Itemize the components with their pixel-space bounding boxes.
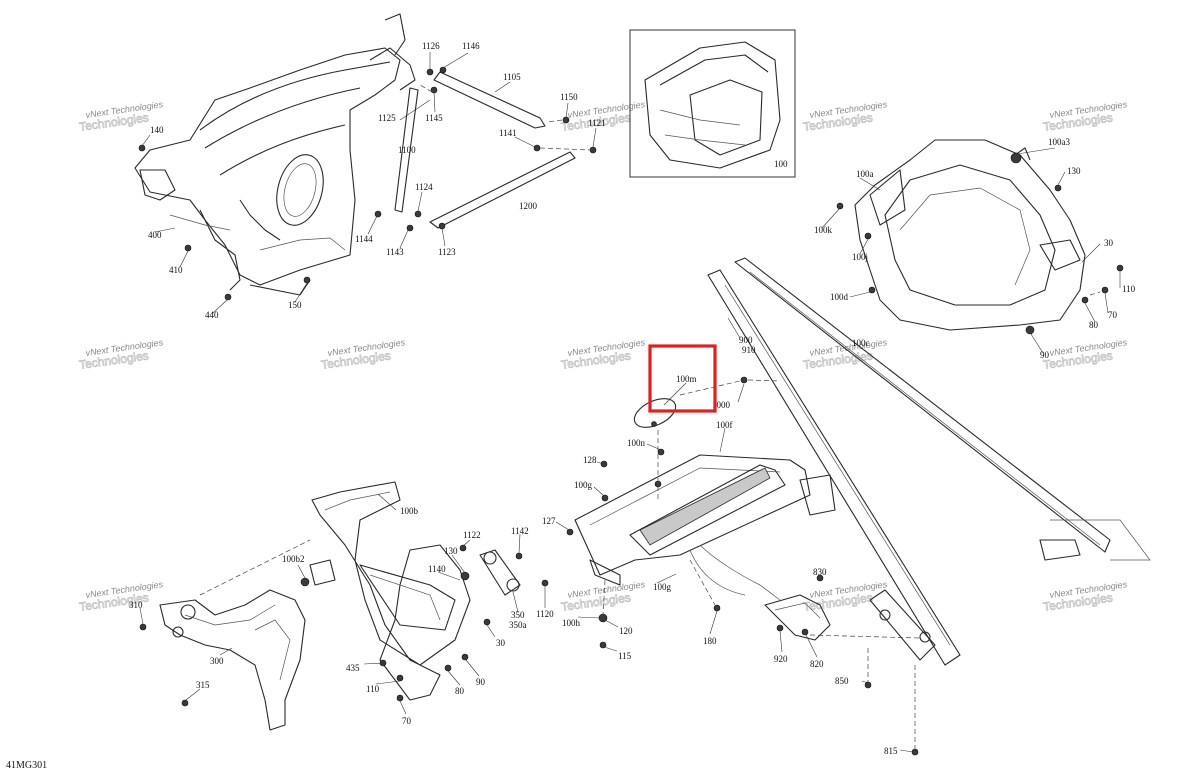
callout-1140: 1140 [428,564,446,574]
callout-100g-top: 100g [574,480,593,490]
callout-70-rear: 70 [1108,310,1118,320]
callout-100c: 100c [852,338,870,348]
callout-1126: 1126 [422,41,440,51]
callout-1144: 1144 [355,234,373,244]
callout-830: 830 [813,567,827,577]
callout-400: 400 [148,230,162,240]
callout-150: 150 [288,300,302,310]
callout-1146: 1146 [462,41,480,51]
callout-120: 120 [619,626,633,636]
callout-1200: 1200 [519,201,538,211]
callout-350: 350 [511,610,525,620]
callout-820: 820 [810,659,824,669]
callout-128: 128 [583,455,597,465]
callout-100d: 100d [830,292,849,302]
callout-130-lower: 130 [444,546,458,556]
gusset-300 [139,539,311,731]
highlight-box-100m [648,344,717,413]
callout-30-lower: 30 [496,638,506,648]
callout-300: 300 [210,656,224,666]
callout-100g-lower: 100g [653,582,672,592]
callout-100b: 100b [400,506,419,516]
callout-1150: 1150 [560,92,578,102]
callout-1122: 1122 [463,530,481,540]
callout-410: 410 [169,265,183,275]
callout-1100: 1100 [398,145,416,155]
pillar-100b [300,481,549,702]
watermarks: vNext Technologies Technologies vNext Te… [78,99,1128,614]
front-frame-assembly [134,13,416,301]
callout-100: 100 [774,159,788,169]
callout-110-rear: 110 [1122,284,1136,294]
callout-910: 910 [742,345,756,355]
callout-440: 440 [205,310,219,320]
callout-80-rear: 80 [1089,320,1099,330]
callout-100b2: 100b2 [282,554,305,564]
callout-100j: 100j [852,252,868,262]
callout-1143: 1143 [386,247,404,257]
callout-90-rear: 90 [1040,350,1050,360]
callout-115: 115 [618,651,632,661]
part-100m [633,376,781,428]
floor-plate [566,430,836,649]
diagram-code: 41MG301 [6,760,47,771]
callout-100m: 100m [676,374,697,384]
callout-90-lower: 90 [476,677,486,687]
callout-1000: 1000 [712,400,731,410]
callout-1125: 1125 [378,113,396,123]
callout-1142: 1142 [511,526,529,536]
callout-100a: 100a [856,169,874,179]
callout-140: 140 [150,125,164,135]
callout-1121: 1121 [588,118,606,128]
callout-315: 315 [196,680,210,690]
inset-box [629,29,796,178]
side-rail [707,257,1151,666]
link-rods [374,66,597,232]
callout-100a3: 100a3 [1048,137,1070,147]
callout-110-lower: 110 [366,684,380,694]
callout-100n: 100n [627,438,646,448]
callout-900: 900 [739,335,753,345]
callout-1145: 1145 [425,113,443,123]
callout-127: 127 [542,516,556,526]
callout-100k: 100k [814,225,833,235]
callout-815: 815 [884,746,898,756]
callout-850: 850 [835,676,849,686]
callout-1124: 1124 [415,182,433,192]
callout-435: 435 [346,663,360,673]
callout-920: 920 [774,654,788,664]
callout-1123: 1123 [438,247,456,257]
callout-70-lower: 70 [402,716,412,726]
callout-labels: 1126 1146 1105 1150 1125 1145 1100 140 1… [129,41,1136,756]
callout-100h: 100h [562,618,581,628]
callout-310: 310 [129,600,143,610]
callout-80-lower: 80 [455,686,465,696]
callout-1120: 1120 [536,609,554,619]
rear-frame-assembly [836,139,1124,335]
bracket-820 [764,574,921,756]
callout-1105: 1105 [503,72,521,82]
callout-130-rear: 130 [1067,166,1081,176]
callout-100f: 100f [716,420,733,430]
callout-350a: 350a [509,620,527,630]
leader-lines [139,52,1121,753]
callout-1141: 1141 [499,128,517,138]
callout-180: 180 [703,636,717,646]
callout-30-rear: 30 [1104,238,1114,248]
